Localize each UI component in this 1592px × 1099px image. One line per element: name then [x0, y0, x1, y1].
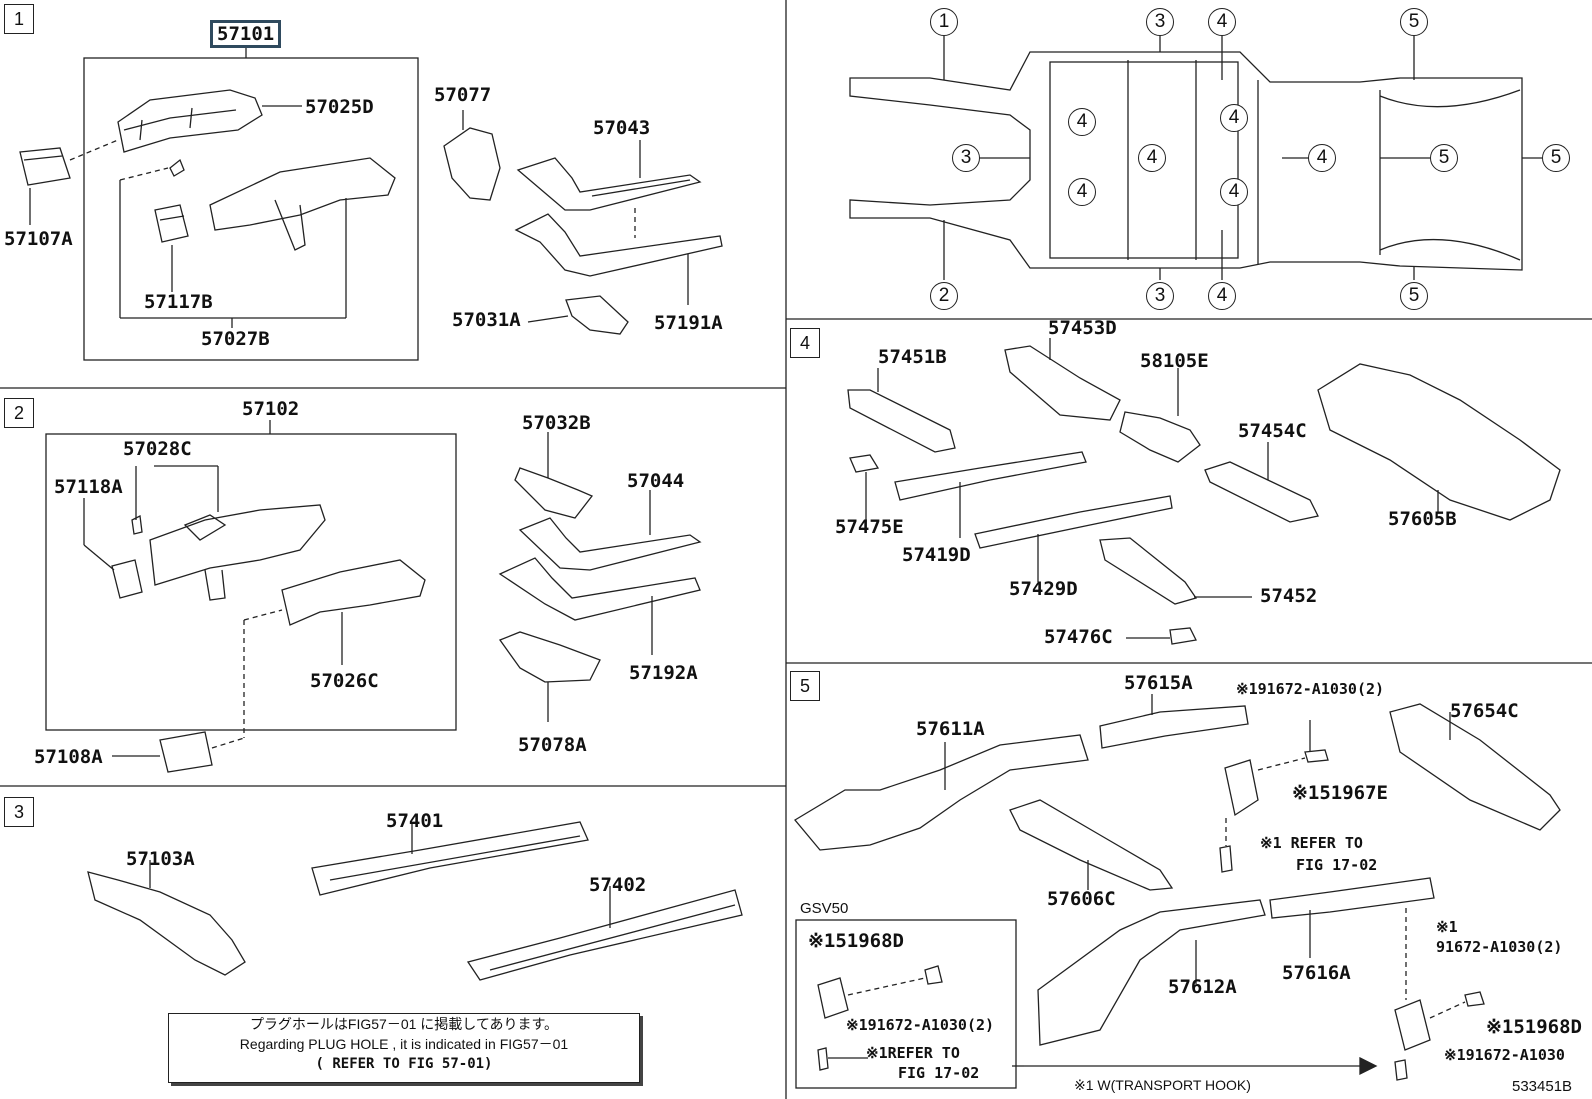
part-label[interactable]: 57026C — [310, 670, 379, 692]
plug-hole-note: プラグホールはFIG57－01 に掲載してあります。 Regarding PLU… — [168, 1013, 640, 1083]
part-label[interactable]: 57118A — [54, 476, 123, 498]
part-label[interactable]: 57191A — [654, 312, 723, 334]
part-label[interactable]: 57107A — [4, 228, 73, 250]
refer-label[interactable]: FIG 17-02 — [1296, 856, 1378, 874]
part-label[interactable]: 57429D — [1009, 578, 1078, 600]
part-label[interactable]: 57612A — [1168, 976, 1237, 998]
part-label[interactable]: 57025D — [305, 96, 374, 118]
note-line-en: Regarding PLUG HOLE , it is indicated in… — [239, 1036, 569, 1052]
part-label[interactable]: 57032B — [522, 412, 591, 434]
note-line-refer[interactable]: ( REFER TO FIG 57-01) — [315, 1056, 493, 1072]
part-label[interactable]: 57453D — [1048, 317, 1117, 339]
overview-marker-5[interactable]: 5 — [1400, 8, 1428, 36]
overview-marker-1[interactable]: 1 — [930, 8, 958, 36]
overview-marker-4[interactable]: 4 — [1208, 8, 1236, 36]
overview-marker-4[interactable]: 4 — [1308, 144, 1336, 172]
overview-marker-3[interactable]: 3 — [1146, 8, 1174, 36]
fastener-label[interactable]: ※191672-A1030(2) — [846, 1016, 995, 1034]
fastener-label[interactable]: ※151968D — [1486, 1016, 1582, 1038]
part-label[interactable]: 57103A — [126, 848, 195, 870]
part-label[interactable]: 57475E — [835, 516, 904, 538]
part-label[interactable]: 57078A — [518, 734, 587, 756]
part-label[interactable]: 57401 — [386, 810, 444, 832]
refer-label[interactable]: ※1REFER TO — [866, 1044, 960, 1062]
refer-label[interactable]: ※1 REFER TO — [1260, 834, 1363, 852]
overview-marker-4[interactable]: 4 — [1068, 108, 1096, 136]
section-marker-3: 3 — [4, 797, 34, 827]
note-line-jp: プラグホールはFIG57－01 に掲載してあります。 — [249, 1016, 559, 1032]
part-label[interactable]: 57044 — [627, 470, 685, 492]
part-label[interactable]: 57611A — [916, 718, 985, 740]
fastener-label[interactable]: ※191672-A1030 — [1444, 1046, 1565, 1064]
transport-hook-label: ※1 W(TRANSPORT HOOK) — [1074, 1077, 1251, 1093]
overview-marker-3[interactable]: 3 — [1146, 282, 1174, 310]
overview-marker-5[interactable]: 5 — [1430, 144, 1458, 172]
fastener-label[interactable]: ※191672-A1030(2) — [1236, 680, 1385, 698]
part-label[interactable]: 57654C — [1450, 700, 1519, 722]
part-label[interactable]: 57077 — [434, 84, 492, 106]
fastener-label[interactable]: ※151967E — [1292, 782, 1388, 804]
part-label[interactable]: 57605B — [1388, 508, 1457, 530]
part-label[interactable]: 57452 — [1260, 585, 1318, 607]
overview-marker-4[interactable]: 4 — [1138, 144, 1166, 172]
section-marker-4: 4 — [790, 328, 820, 358]
part-label[interactable]: 57192A — [629, 662, 698, 684]
part-label[interactable]: 57031A — [452, 309, 521, 331]
part-label[interactable]: 57402 — [589, 874, 647, 896]
fastener-label[interactable]: ※151968D — [808, 930, 904, 952]
part-label[interactable]: 57102 — [242, 398, 300, 420]
fastener-label[interactable]: ※1 — [1436, 918, 1458, 936]
refer-label[interactable]: FIG 17-02 — [898, 1064, 980, 1082]
part-label[interactable]: 57419D — [902, 544, 971, 566]
overview-marker-4[interactable]: 4 — [1208, 282, 1236, 310]
part-label[interactable]: 57615A — [1124, 672, 1193, 694]
overview-marker-3[interactable]: 3 — [952, 144, 980, 172]
figure-id: 533451B — [1512, 1078, 1573, 1095]
part-label[interactable]: 57028C — [123, 438, 192, 460]
fastener-label[interactable]: 91672-A1030(2) — [1436, 938, 1563, 956]
overview-marker-4[interactable]: 4 — [1220, 178, 1248, 206]
section-marker-2: 2 — [4, 398, 34, 428]
model-label: GSV50 — [800, 900, 849, 917]
part-label[interactable]: 57454C — [1238, 420, 1307, 442]
overview-marker-4[interactable]: 4 — [1068, 178, 1096, 206]
part-label[interactable]: 57606C — [1047, 888, 1116, 910]
part-label[interactable]: 58105E — [1140, 350, 1209, 372]
part-label[interactable]: 57616A — [1282, 962, 1351, 984]
section-marker-1: 1 — [4, 4, 34, 34]
part-label[interactable]: 57476C — [1044, 626, 1113, 648]
section-marker-5: 5 — [790, 671, 820, 701]
part-label[interactable]: 57108A — [34, 746, 103, 768]
overview-marker-4[interactable]: 4 — [1220, 104, 1248, 132]
overview-marker-2[interactable]: 2 — [930, 282, 958, 310]
part-label-highlighted[interactable]: 57101 — [210, 20, 282, 48]
part-label[interactable]: 57027B — [201, 328, 270, 350]
overview-marker-5[interactable]: 5 — [1400, 282, 1428, 310]
part-label[interactable]: 57117B — [144, 291, 213, 313]
part-label[interactable]: 57451B — [878, 346, 947, 368]
overview-marker-5[interactable]: 5 — [1542, 144, 1570, 172]
part-label[interactable]: 57043 — [593, 117, 651, 139]
